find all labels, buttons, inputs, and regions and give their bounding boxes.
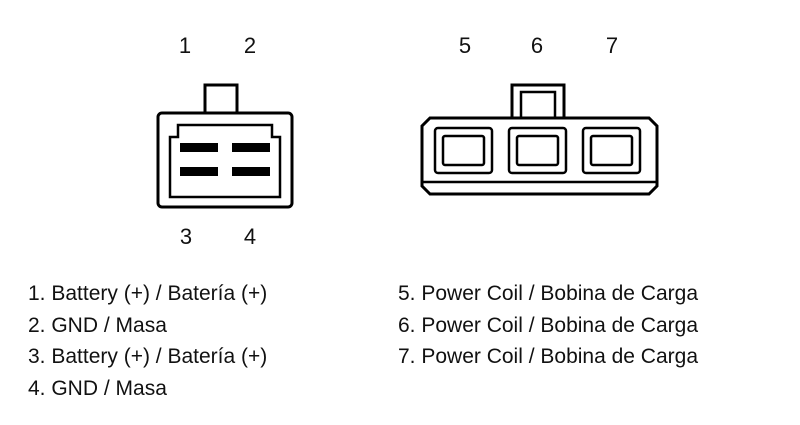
legend-item-2: 2. GND / Masa (28, 313, 167, 337)
pin-label-6: 6 (530, 33, 544, 58)
pin-slot-4 (232, 167, 270, 176)
legend-item-4: 4. GND / Masa (28, 376, 167, 400)
right-connector-diagram (420, 83, 659, 196)
pin-label-1: 1 (178, 33, 192, 58)
pin-label-3: 3 (179, 224, 193, 249)
legend-item-6: 6. Power Coil / Bobina de Carga (398, 313, 698, 337)
legend-item-7: 7. Power Coil / Bobina de Carga (398, 345, 698, 368)
socket-6-inner (515, 134, 560, 167)
left-connector-tab (203, 83, 239, 117)
socket-7-outer (581, 126, 642, 175)
pin-label-2: 2 (243, 33, 257, 58)
pin-slot-1 (180, 143, 218, 152)
legend-right-connector: 5. Power Coil / Bobina de Carga 6. Power… (398, 278, 698, 373)
socket-7-inner (589, 134, 634, 167)
pin-label-5: 5 (458, 33, 472, 58)
pin-slot-2 (232, 143, 270, 152)
legend-item-3: 3. Battery (+) / Batería (+) (28, 345, 268, 368)
legend-left-connector: 1. Battery (+) / Batería (+) 2. GND / Ma… (28, 278, 267, 404)
socket-5-outer (433, 126, 494, 175)
legend-item-1: 1. Battery (+) / Batería (+) (28, 282, 268, 305)
socket-6-outer (507, 126, 568, 175)
legend-item-5: 5. Power Coil / Bobina de Carga (398, 282, 698, 305)
pin-slot-3 (180, 167, 218, 176)
left-connector-diagram (156, 83, 294, 209)
left-connector-cavity (168, 123, 282, 199)
right-connector-latch-inner (519, 90, 557, 120)
left-connector-housing (156, 111, 294, 209)
pin-label-7: 7 (605, 33, 619, 58)
pin-label-4: 4 (243, 224, 257, 249)
socket-5-inner (441, 134, 486, 167)
